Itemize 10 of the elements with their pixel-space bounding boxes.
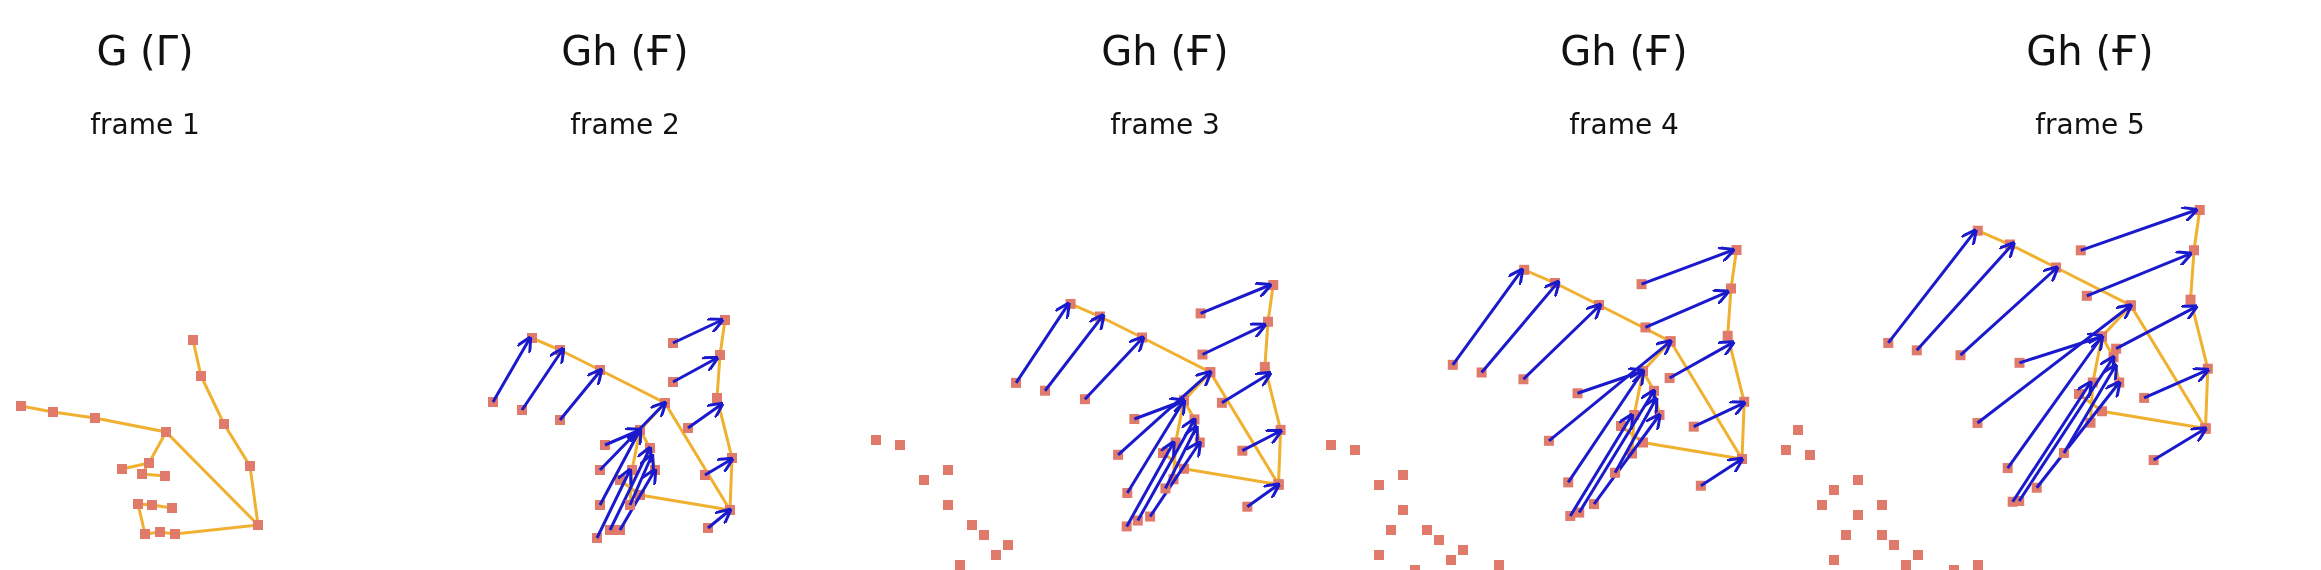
panel-title: Gh (Ғ) (561, 28, 689, 74)
frame-label: frame 5 (2035, 108, 2145, 141)
frame-label: frame 1 (90, 108, 200, 141)
panel-title: Gh (Ғ) (1101, 28, 1229, 74)
panel-title: G (Γ) (96, 28, 194, 74)
panel-title: Gh (Ғ) (2026, 28, 2154, 74)
frame-label: frame 3 (1110, 108, 1220, 141)
frame-label: frame 4 (1569, 108, 1679, 141)
frame-label: frame 2 (570, 108, 680, 141)
panel-title: Gh (Ғ) (1560, 28, 1688, 74)
